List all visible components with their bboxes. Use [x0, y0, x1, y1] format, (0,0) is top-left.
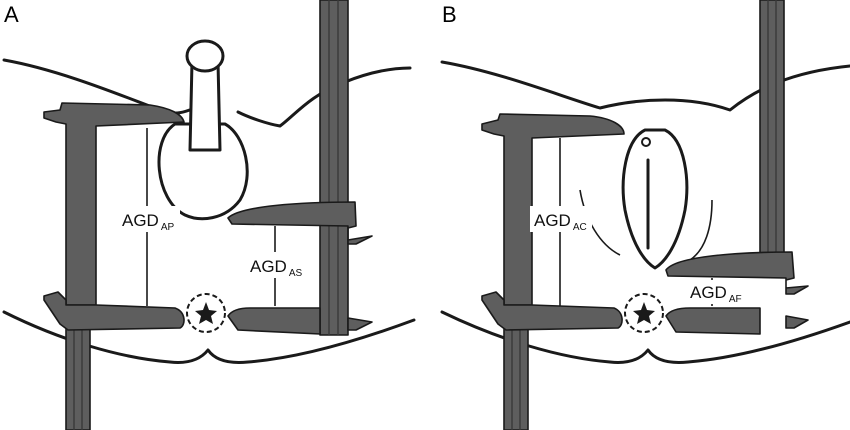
- panel-b-caliper-upper-jaw: [481, 113, 625, 306]
- panel-b-caliper-right-jaw: [665, 251, 809, 295]
- panel-b-caliper-lower-jaw: [481, 291, 623, 331]
- panel-a-caliper-right-lower: [227, 307, 321, 335]
- panel-a-body-outline-right: [236, 66, 412, 128]
- panel-a-genitalia: [157, 39, 249, 221]
- panel-b-caliper: [481, 113, 809, 335]
- panel-a-caliper-right-jaw: [227, 201, 373, 245]
- panel-b-letter: B: [442, 2, 457, 27]
- panel-a-buttock-outline: [2, 310, 416, 364]
- panel-b-caliper-right-lower: [665, 307, 761, 335]
- panel-b-body-outline: [440, 60, 850, 112]
- panel-a-caliper: [43, 102, 373, 335]
- panel-b-rail-right: [759, 0, 785, 261]
- panel-a-letter: A: [4, 2, 19, 27]
- panel-a: A: [2, 0, 416, 430]
- panel-b: B: [440, 0, 850, 430]
- panel-b-buttock-outline: [440, 310, 850, 364]
- panel-a-penis-shaft: [188, 60, 222, 152]
- panel-b-labia-majora: [579, 189, 621, 256]
- panel-a-glans: [185, 39, 225, 73]
- panel-a-rail-right: [319, 0, 349, 336]
- panel-b-anus-star: [633, 302, 655, 324]
- panel-a-anus-star: [195, 302, 217, 324]
- panel-b-labia-majora-right: [689, 199, 713, 261]
- panel-b-labia-minora: [621, 128, 689, 270]
- panel-a-caliper-upper-jaw: [43, 102, 185, 306]
- panel-b-clitoris: [641, 137, 651, 147]
- panel-a-caliper-lower-jaw: [43, 291, 185, 331]
- panel-a-scrotum: [157, 122, 249, 221]
